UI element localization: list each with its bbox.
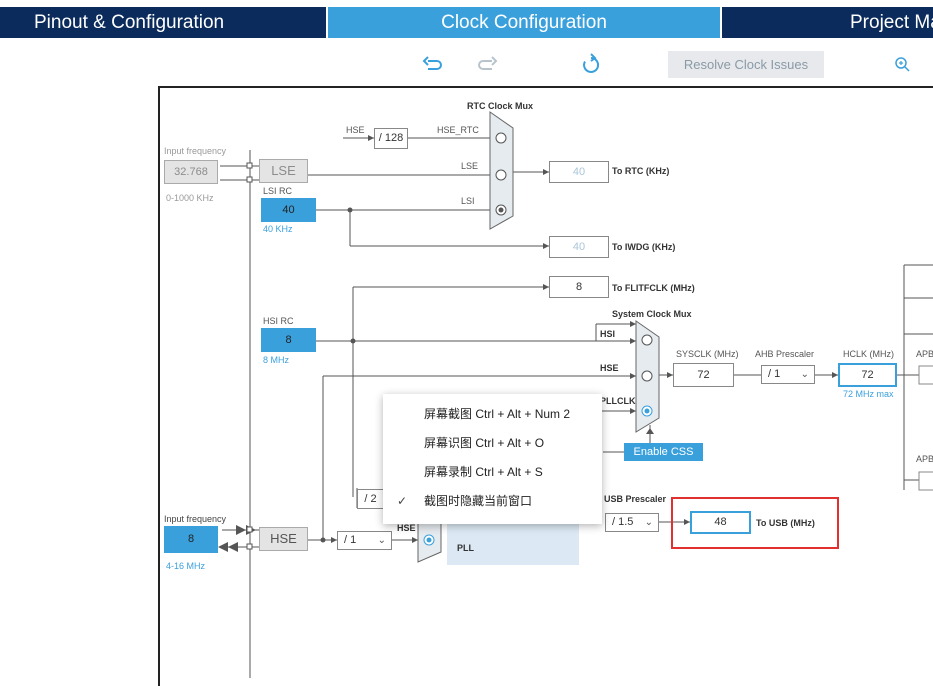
usb-prescaler-value: / 1.5 [612, 516, 634, 528]
sysclk-label: SYSCLK (MHz) [676, 349, 739, 359]
rtc-clock-mux-label: RTC Clock Mux [467, 101, 534, 111]
pll-hse-mux-label: HSE [397, 523, 416, 533]
chevron-down-icon: ⌄ [377, 535, 386, 546]
pll-label: PLL [457, 543, 474, 553]
ahb-prescaler-label: AHB Prescaler [755, 349, 815, 359]
usb-prescaler-select[interactable]: / 1.5 ⌄ [605, 513, 659, 532]
to-flitfclk-label: To FLITFCLK (MHz) [612, 283, 695, 293]
lse-block[interactable]: LSE [259, 159, 308, 183]
tab-clock-configuration[interactable]: Clock Configuration [328, 7, 720, 38]
flitfclk-output-field: 8 [549, 276, 609, 298]
hse-prescaler-value: / 1 [344, 534, 357, 546]
tab-project-manager[interactable]: Project Ma [722, 7, 933, 38]
to-usb-label: To USB (MHz) [756, 518, 815, 528]
apb2-label: APB [916, 454, 933, 464]
undo-icon[interactable] [420, 52, 446, 78]
usb-prescaler-label: USB Prescaler [604, 494, 667, 504]
to-iwdg-label: To IWDG (KHz) [612, 242, 676, 252]
hsi-rc-label: HSI RC [263, 316, 294, 326]
menu-item-hide-window[interactable]: ✓截图时隐藏当前窗口 [383, 487, 602, 516]
chevron-down-icon: ⌄ [644, 517, 653, 528]
menu-item-screen-recognition[interactable]: 屏幕识图 Ctrl + Alt + O [424, 436, 545, 450]
enable-css-button[interactable]: Enable CSS [624, 443, 703, 461]
lse-input-frequency-field[interactable]: 32.768 [164, 160, 218, 184]
div128-block: / 128 [374, 128, 408, 149]
lse-input-range: 0-1000 KHz [166, 193, 214, 203]
pll-div2-block: / 2 [357, 489, 383, 509]
menu-item-screenshot[interactable]: 屏幕截图 Ctrl + Alt + Num 2 [424, 407, 571, 421]
redo-icon[interactable] [474, 52, 500, 78]
hse-rtc-label: HSE_RTC [437, 125, 479, 135]
lsi-rc-unit: 40 KHz [263, 224, 293, 234]
tab-pinout-configuration[interactable]: Pinout & Configuration [0, 7, 326, 38]
usb-output-field: 48 [690, 511, 751, 534]
hse-mux-label: HSE [600, 363, 619, 373]
clock-tree-diagram [158, 86, 933, 686]
hse-input-range: 4-16 MHz [166, 561, 206, 571]
checkmark-icon: ✓ [397, 494, 408, 508]
system-clock-mux-label: System Clock Mux [612, 309, 692, 319]
hse-to-rtc-label: HSE [346, 125, 365, 135]
reset-icon[interactable] [578, 52, 604, 78]
rtc-output-field: 40 [549, 161, 609, 183]
lse-input-frequency-label: Input frequency [164, 146, 227, 156]
ahb-prescaler-value: / 1 [768, 368, 781, 380]
tab-bar: Pinout & Configuration Clock Configurati… [0, 0, 933, 42]
menu-item-screen-record[interactable]: 屏幕录制 Ctrl + Alt + S [424, 465, 543, 479]
iwdg-output-field: 40 [549, 236, 609, 258]
pllclk-mux-label: PLLCLK [600, 396, 636, 406]
hclk-label: HCLK (MHz) [843, 349, 894, 359]
resolve-clock-issues-button[interactable]: Resolve Clock Issues [668, 51, 824, 78]
hsi-mux-label: HSI [600, 329, 616, 339]
hsi-rc-unit: 8 MHz [263, 355, 290, 365]
hsi-rc-value: 8 [261, 328, 316, 352]
hclk-field[interactable]: 72 [838, 363, 897, 387]
lsi-rc-value: 40 [261, 198, 316, 222]
hclk-max-label: 72 MHz max [843, 389, 894, 399]
hse-input-frequency-field[interactable]: 8 [164, 526, 218, 553]
to-rtc-label: To RTC (KHz) [612, 166, 670, 176]
lsi-mux-label: LSI [461, 196, 475, 206]
ahb-prescaler-select[interactable]: / 1 ⌄ [761, 365, 815, 384]
hse-prescaler-select[interactable]: / 1 ⌄ [337, 531, 392, 550]
sysclk-field: 72 [673, 363, 734, 387]
lse-mux-label: LSE [461, 161, 479, 171]
hse-block[interactable]: HSE [259, 527, 308, 551]
usb-highlight-box [671, 497, 839, 549]
lsi-rc-label: LSI RC [263, 186, 293, 196]
apb1-label: APB [916, 349, 933, 359]
chevron-down-icon: ⌄ [800, 369, 809, 380]
context-menu: 屏幕截图 Ctrl + Alt + Num 2 屏幕识图 Ctrl + Alt … [383, 394, 602, 524]
hse-input-frequency-label: Input frequency [164, 514, 227, 524]
zoom-in-icon[interactable] [890, 52, 916, 78]
